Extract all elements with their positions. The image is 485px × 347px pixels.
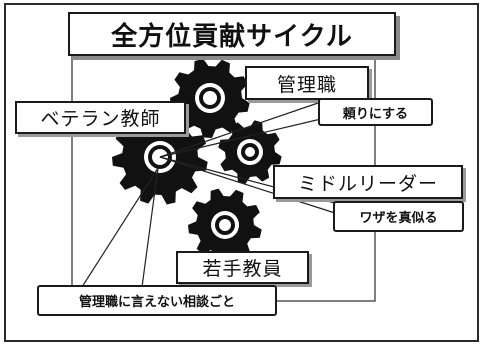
connector-imitate <box>159 156 336 214</box>
label-middle-leader: ミドルリーダー <box>273 165 463 199</box>
label-manager: 管理職 <box>245 66 369 100</box>
page-title: 全方位貢献サイクル <box>68 12 396 56</box>
callout-consult: 管理職に言えない相談ごと <box>37 285 277 316</box>
callout-rely-on: 頼りにする <box>318 98 433 126</box>
gear-manager-icon <box>170 58 250 138</box>
label-young-teacher: 若手教員 <box>176 251 309 284</box>
connector-consult-left <box>81 167 159 288</box>
gear-young-teacher-icon <box>188 188 262 262</box>
gear-middle-leader-icon <box>218 120 282 184</box>
callout-imitate-skill: ワザを真似る <box>333 201 464 232</box>
connector-rely <box>159 118 322 158</box>
connector-rely-upper <box>159 101 322 158</box>
label-veteran-teacher: ベテラン教師 <box>15 101 186 134</box>
connector-consult-right <box>141 167 159 288</box>
